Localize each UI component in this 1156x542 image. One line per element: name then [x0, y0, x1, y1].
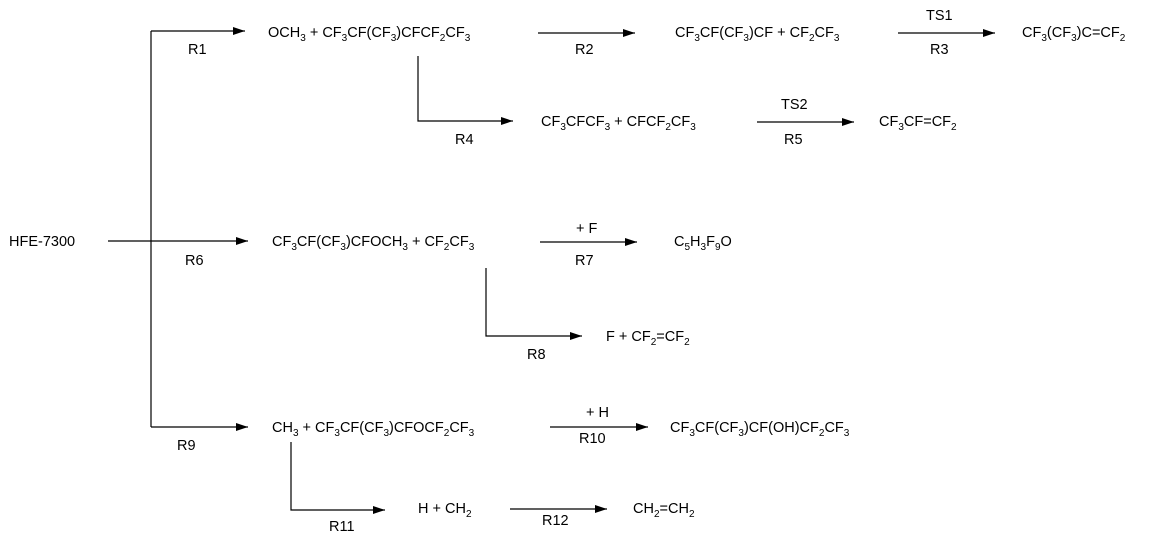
species-r8-products: F + CF2=CF2 — [606, 329, 690, 348]
species-r9-products: CH3 + CF3CF(CF3)CFOCF2CF3 — [272, 420, 475, 439]
species-r1-products: OCH3 + CF3CF(CF3)CFCF2CF3 — [268, 25, 471, 44]
label-r10: R10 — [579, 431, 606, 447]
label-r3: R3 — [930, 42, 949, 58]
label-r8: R8 — [527, 347, 546, 363]
label-r2: R2 — [575, 42, 594, 58]
label-plus-f: + F — [576, 221, 598, 237]
label-plus-h: + H — [586, 405, 609, 421]
arrow-r8 — [485, 268, 582, 340]
label-r6: R6 — [185, 253, 204, 269]
label-r9: R9 — [177, 438, 196, 454]
species-r4-products: CF3CFCF3 + CFCF2CF3 — [541, 114, 696, 133]
species-r5-product: CF3CF=CF2 — [879, 114, 957, 133]
label-ts2: TS2 — [781, 97, 808, 113]
arrow-r11 — [290, 442, 385, 514]
label-r5: R5 — [784, 132, 803, 148]
label-r4: R4 — [455, 132, 474, 148]
species-r3-product: CF3(CF3)C=CF2 — [1022, 25, 1126, 44]
species-r10-product: CF3CF(CF3)CF(OH)CF2CF3 — [670, 420, 850, 439]
label-r11: R11 — [329, 519, 355, 535]
species-r7-product: C5H3F9O — [674, 234, 732, 253]
species-r2-products: CF3CF(CF3)CF + CF2CF3 — [675, 25, 840, 44]
label-r7: R7 — [575, 253, 594, 269]
label-r1: R1 — [188, 42, 207, 58]
species-r11-products: H + CH2 — [418, 501, 472, 520]
species-r6-products: CF3CF(CF3)CFOCH3 + CF2CF3 — [272, 234, 475, 253]
label-r12: R12 — [542, 513, 569, 529]
arrow-r4 — [417, 56, 513, 125]
label-ts1: TS1 — [926, 8, 953, 24]
reactant-hfe-7300: HFE-7300 — [9, 234, 76, 250]
species-r12-product: CH2=CH2 — [633, 501, 695, 520]
